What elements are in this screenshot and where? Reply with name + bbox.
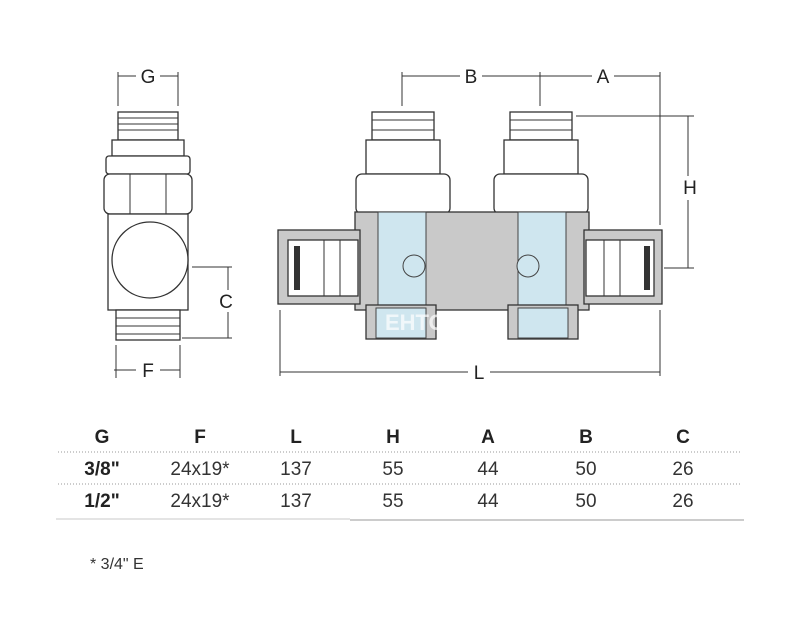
dimension-b-label: B [465, 67, 478, 88]
watermark: ЕНТОР [385, 310, 460, 335]
header-h: H [386, 427, 400, 448]
dimension-l-label: L [474, 363, 485, 384]
front-section-view: ЕНТОР [277, 111, 663, 340]
header-g: G [95, 427, 110, 448]
side-view [103, 111, 193, 341]
header-f: F [194, 427, 206, 448]
dimension-g-label: G [141, 67, 156, 88]
cell: 1/2" [84, 491, 119, 512]
table-row: 1/2" 24x19* 137 55 44 50 26 [84, 491, 693, 512]
header-l: L [290, 427, 302, 448]
cell: 44 [477, 459, 499, 480]
dimension-c-label: C [219, 292, 233, 313]
header-c: C [676, 427, 690, 448]
cell: 44 [477, 491, 499, 512]
cell: 3/8" [84, 459, 119, 480]
cell: 137 [280, 459, 312, 480]
cell: 55 [382, 459, 403, 480]
cell: 24x19* [170, 491, 230, 512]
dimensions-table: G F L H A B C 3/8" 24x19* 137 55 44 50 2… [56, 427, 744, 521]
dimension-h-label: H [683, 178, 697, 199]
dimension-a-label: A [597, 67, 610, 88]
table-header: G F L H A B C [95, 427, 691, 448]
cell: 50 [575, 459, 596, 480]
footnote: * 3/4" E [90, 556, 144, 573]
cell: 24x19* [170, 459, 230, 480]
cell: 55 [382, 491, 403, 512]
cell: 26 [672, 459, 693, 480]
cell: 137 [280, 491, 312, 512]
dimension-f-label: F [142, 361, 154, 382]
header-a: A [481, 427, 495, 448]
header-b: B [579, 427, 593, 448]
cell: 50 [575, 491, 596, 512]
cell: 26 [672, 491, 693, 512]
table-row: 3/8" 24x19* 137 55 44 50 26 [84, 459, 693, 480]
